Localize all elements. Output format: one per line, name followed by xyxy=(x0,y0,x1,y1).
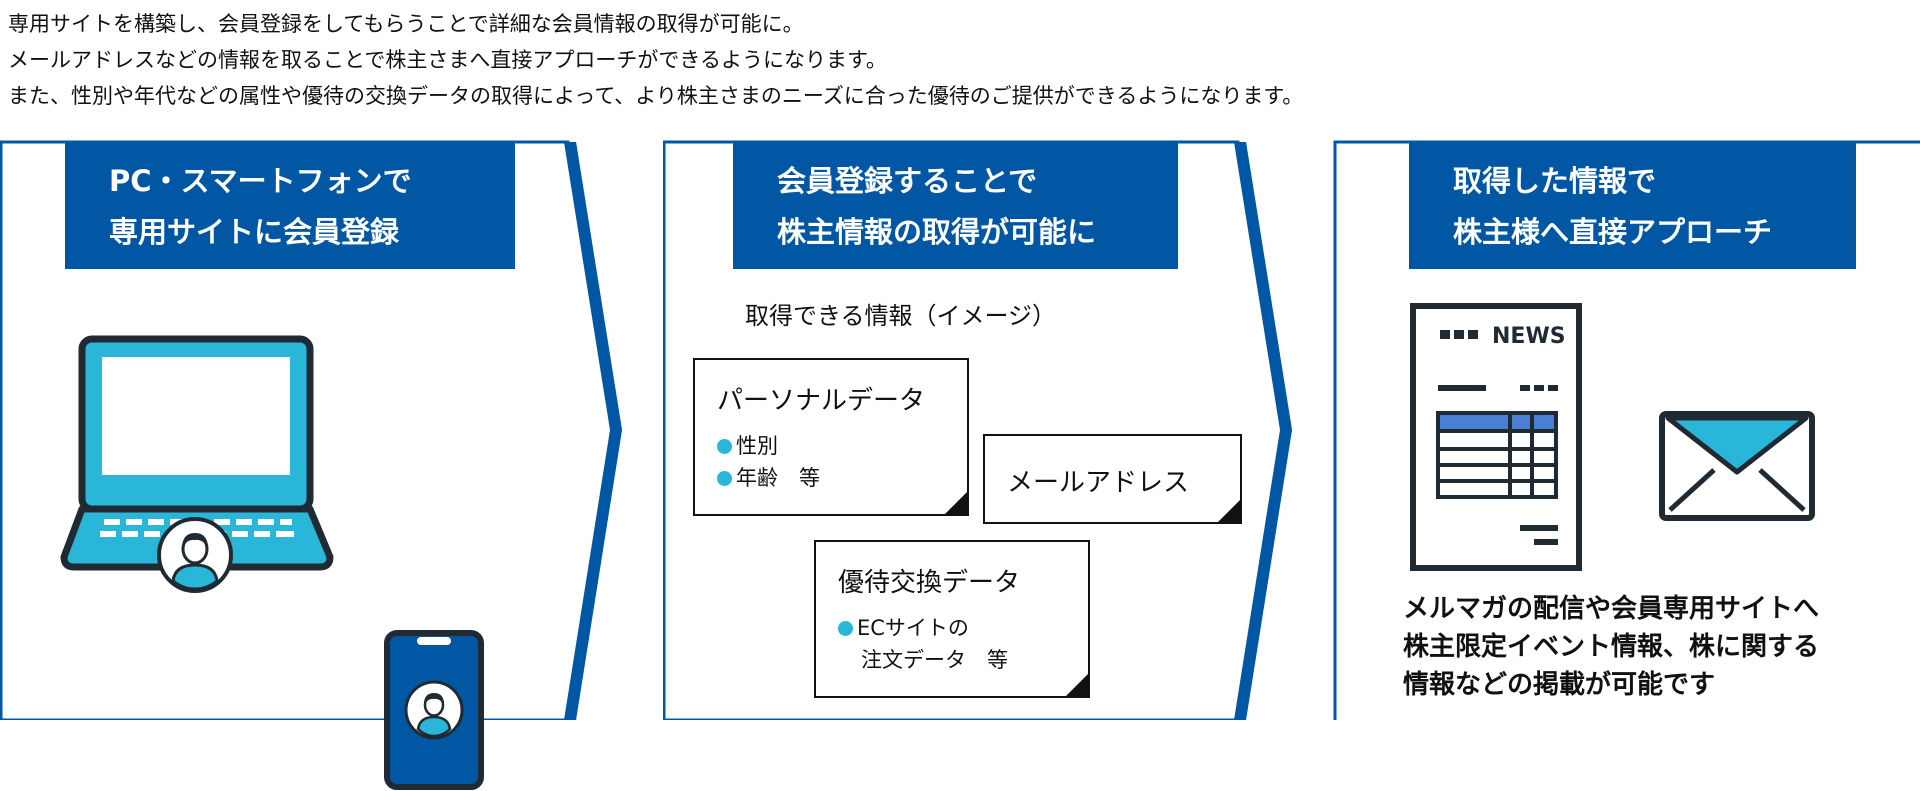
desc-line-1: メルマガの配信や会員専用サイトへ xyxy=(1403,594,1820,624)
page-fold xyxy=(943,490,969,516)
step-panel-register: PC・スマートフォンで 専用サイトに会員登録 xyxy=(0,140,650,790)
newsletter-icon: NEWS xyxy=(1410,303,1582,571)
info-subtitle: 取得できる情報（イメージ） xyxy=(745,302,1057,330)
step-panel-acquire: 会員登録することで 株主情報の取得が可能に 取得できる情報（イメージ） パーソナ… xyxy=(663,140,1328,720)
card-item: 年齢 等 xyxy=(717,462,820,492)
card-title: パーソナルデータ xyxy=(717,386,926,416)
approach-description: メルマガの配信や会員専用サイトへ 株主限定イベント情報、株に関する 情報などの掲… xyxy=(1403,590,1819,704)
panel-heading-register: PC・スマートフォンで 専用サイトに会員登録 xyxy=(65,142,515,269)
card-item: 性別 xyxy=(717,430,778,460)
heading-line-1: 取得した情報で xyxy=(1453,164,1657,198)
laptop-icon xyxy=(60,335,334,571)
heading-line-2: 株主様へ直接アプローチ xyxy=(1453,215,1773,249)
bullet-dot xyxy=(717,471,732,486)
card-item: ECサイトの xyxy=(838,612,969,642)
bullet-dot xyxy=(838,621,853,636)
step-panel-approach: 取得した情報で 株主様へ直接アプローチ NEWS メルマガの配信や会員専 xyxy=(1333,140,1920,720)
heading-line-2: 専用サイトに会員登録 xyxy=(109,215,400,249)
card-personal-data: パーソナルデータ 性別 年齢 等 xyxy=(693,358,969,516)
page-fold xyxy=(1064,672,1090,698)
page-fold xyxy=(1216,498,1242,524)
intro-text: 専用サイトを構築し、会員登録をしてもらうことで詳細な会員情報の取得が可能に。 メ… xyxy=(8,6,1303,114)
intro-line-3: また、性別や年代などの属性や優待の交換データの取得によって、より株主さまのニーズ… xyxy=(8,84,1304,108)
desc-line-3: 情報などの掲載が可能です xyxy=(1403,670,1716,700)
envelope-icon xyxy=(1659,411,1815,521)
card-item: 注文データ 等 xyxy=(861,648,1008,672)
panel-heading-acquire: 会員登録することで 株主情報の取得が可能に xyxy=(733,142,1178,269)
heading-line-2: 株主情報の取得が可能に xyxy=(777,215,1097,249)
intro-line-1: 専用サイトを構築し、会員登録をしてもらうことで詳細な会員情報の取得が可能に。 xyxy=(8,12,804,36)
heading-line-1: PC・スマートフォンで xyxy=(109,164,412,198)
card-title: 優待交換データ xyxy=(838,568,1021,598)
card-exchange-data: 優待交換データ ECサイトの 注文データ 等 xyxy=(814,540,1090,698)
heading-line-1: 会員登録することで xyxy=(777,164,1038,198)
intro-line-2: メールアドレスなどの情報を取ることで株主さまへ直接アプローチができるようになりま… xyxy=(8,48,887,72)
user-avatar-icon xyxy=(157,517,233,593)
card-email: メールアドレス xyxy=(983,434,1242,524)
news-label: NEWS xyxy=(1492,324,1566,349)
bullet-dot xyxy=(717,439,732,454)
desc-line-2: 株主限定イベント情報、株に関する xyxy=(1403,632,1820,662)
card-title: メールアドレス xyxy=(1007,468,1190,498)
panel-heading-approach: 取得した情報で 株主様へ直接アプローチ xyxy=(1409,142,1856,269)
smartphone-icon xyxy=(384,630,484,790)
